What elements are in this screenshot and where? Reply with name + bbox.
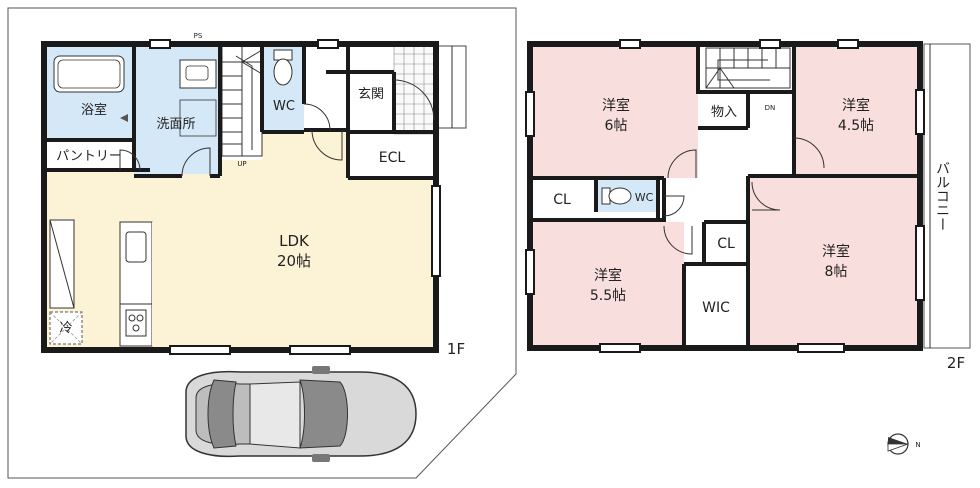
doors-2f xyxy=(663,137,825,255)
room-6jo xyxy=(530,44,698,178)
entrance-room xyxy=(348,72,394,132)
floor-1f-label: 1F xyxy=(447,340,465,358)
windows-1f xyxy=(149,39,441,355)
compass-icon: N xyxy=(887,433,921,455)
wic-label: WIC xyxy=(702,300,730,316)
outer-wall-2f xyxy=(527,41,923,351)
wc-label-2f: WC xyxy=(635,191,654,204)
ecl-room xyxy=(348,132,436,178)
room8-size-label: 8帖 xyxy=(825,264,848,280)
kitchen-counter xyxy=(119,221,153,347)
toilet-2f xyxy=(601,187,632,205)
room-55jo-upper xyxy=(664,222,684,264)
fridge-label: 冷 xyxy=(59,321,72,336)
room45-name-label: 洋室 xyxy=(842,97,870,114)
pantry-label: パントリー xyxy=(56,149,122,164)
room6-size-label: 6帖 xyxy=(605,118,628,134)
room8-name-label: 洋室 xyxy=(822,243,850,260)
cl-left-label: CL xyxy=(553,192,571,208)
storage-label: 物入 xyxy=(711,105,737,120)
room55-name-label: 洋室 xyxy=(594,267,622,284)
ldk-room-upper xyxy=(262,132,348,162)
wash-basin xyxy=(179,59,217,89)
stairs-2f xyxy=(705,47,791,89)
room-8jo xyxy=(748,176,920,348)
doors-1f xyxy=(119,79,435,177)
wc-label-1f: WC xyxy=(273,99,295,114)
ldk-name-label: LDK xyxy=(279,232,310,250)
stairs-1f xyxy=(221,43,263,157)
bathtub xyxy=(53,55,125,93)
room-55jo xyxy=(530,222,682,348)
dn-mark: DN xyxy=(765,104,776,112)
compass-north-label: N xyxy=(915,441,920,449)
car-icon xyxy=(185,366,417,462)
toilet-1f xyxy=(273,49,293,86)
bath-label: 浴室 xyxy=(81,102,107,118)
interior-walls-1f xyxy=(44,44,436,180)
entrance-tiles xyxy=(393,43,437,135)
balcony-label: バルコニー xyxy=(934,161,950,231)
room6-name-label: 洋室 xyxy=(602,97,630,114)
ldk-room xyxy=(44,160,436,350)
cl-right-label: CL xyxy=(717,236,735,252)
ldk-size-label: 20帖 xyxy=(277,252,311,270)
entrance-label: 玄関 xyxy=(358,87,384,102)
room55-size-label: 5.5帖 xyxy=(590,288,626,304)
ps-mark: PS xyxy=(194,32,203,40)
balcony xyxy=(923,43,971,349)
washroom-label: 洗面所 xyxy=(156,117,195,132)
up-mark: UP xyxy=(237,160,246,168)
entrance-label-line: 玄関 xyxy=(358,87,384,102)
ecl-label: ECL xyxy=(379,150,406,166)
interior-walls-2f xyxy=(530,44,920,348)
windows-2f xyxy=(525,39,925,353)
pantry-room xyxy=(44,140,134,170)
room45-size-label: 4.5帖 xyxy=(838,118,874,134)
room-45jo xyxy=(794,44,920,176)
floor-2f-label: 2F xyxy=(947,354,965,372)
kitchen-island xyxy=(152,222,156,346)
